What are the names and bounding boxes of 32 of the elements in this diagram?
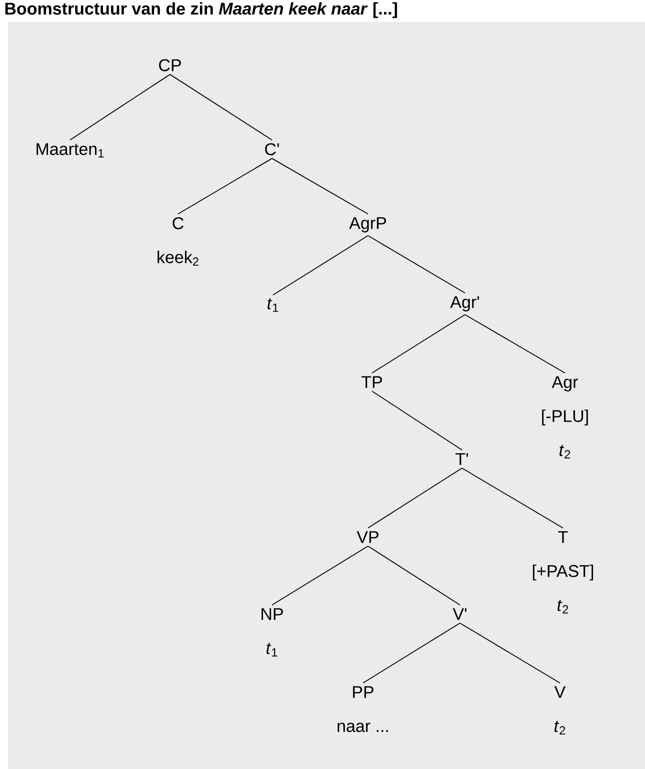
tree-node-label: CP xyxy=(159,59,181,72)
branch-line xyxy=(178,158,272,214)
tree-node-label: AgrP xyxy=(349,217,386,232)
tree-node-label: Agr' xyxy=(450,296,479,312)
title: Boomstructuur van de zin Maarten keek naar [...] xyxy=(5,2,397,18)
tree-node-label: PP naar ... xyxy=(338,686,388,732)
branch-line xyxy=(368,546,460,606)
tree-node-label: T [+PAST] t$_{2}$ xyxy=(532,531,594,614)
branch-line xyxy=(368,468,462,528)
tree-node-label: Maarten$_{1}$ xyxy=(36,143,104,158)
branch-line xyxy=(272,235,368,296)
branch-line xyxy=(372,314,466,374)
tree-node-label: VP xyxy=(356,531,378,543)
tree-node-label: t$_{1}$ xyxy=(268,298,278,312)
branch-line xyxy=(272,158,368,214)
tree-node-label: V t$_{2}$ xyxy=(554,686,566,734)
tree-node-label: T' xyxy=(456,453,468,465)
branch-line xyxy=(170,74,272,140)
branch-line xyxy=(462,468,564,528)
branch-line xyxy=(368,235,466,294)
tree-node-label: C' xyxy=(265,143,279,156)
branch-line xyxy=(70,74,170,140)
branch-line xyxy=(362,622,460,684)
tree-node-label: NP t$_{1}$ xyxy=(262,608,283,656)
branch-line xyxy=(372,390,462,450)
tree-node-label: Agr [-PLU] t$_{2}$ xyxy=(542,376,588,458)
tree-node-label: V' xyxy=(452,608,466,620)
branch-line xyxy=(272,546,368,606)
branch-line xyxy=(464,314,566,374)
branch-line xyxy=(460,622,560,684)
tree-node-label: C keek$_{2}$ xyxy=(158,217,198,266)
tree-node-label: TP xyxy=(362,376,382,388)
